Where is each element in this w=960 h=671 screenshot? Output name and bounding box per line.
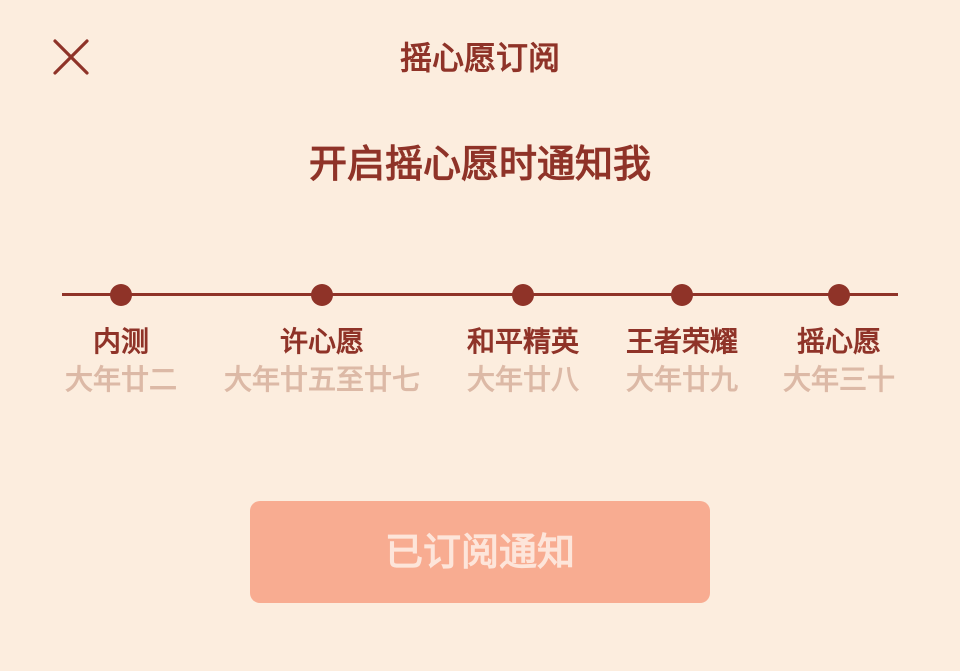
subscription-headline: 开启摇心愿时通知我	[308, 142, 651, 186]
timeline-stop-date: 大年三十	[782, 363, 895, 396]
timeline-stop-label: 许心愿	[279, 325, 364, 358]
timeline-dot	[311, 284, 333, 306]
page-title: 摇心愿订阅	[399, 39, 560, 77]
timeline-stop-label: 和平精英	[466, 325, 579, 358]
timeline-dot	[828, 284, 850, 306]
close-button[interactable]	[50, 36, 92, 78]
timeline-line	[62, 293, 898, 296]
timeline-stop-label: 摇心愿	[796, 325, 881, 358]
subscribed-notification-button[interactable]: 已订阅通知	[250, 501, 710, 603]
timeline-dot	[512, 284, 534, 306]
timeline-dot	[671, 284, 693, 306]
timeline-stop-label: 内测	[92, 325, 149, 358]
timeline-stop-date: 大年廿八	[466, 363, 579, 396]
timeline-stop-label: 王者荣耀	[625, 325, 738, 358]
timeline-stop-date: 大年廿二	[64, 363, 177, 396]
timeline-stop-date: 大年廿五至廿七	[223, 363, 420, 396]
timeline-stop-date: 大年廿九	[625, 363, 738, 396]
close-icon	[53, 39, 89, 75]
timeline-dot	[110, 284, 132, 306]
